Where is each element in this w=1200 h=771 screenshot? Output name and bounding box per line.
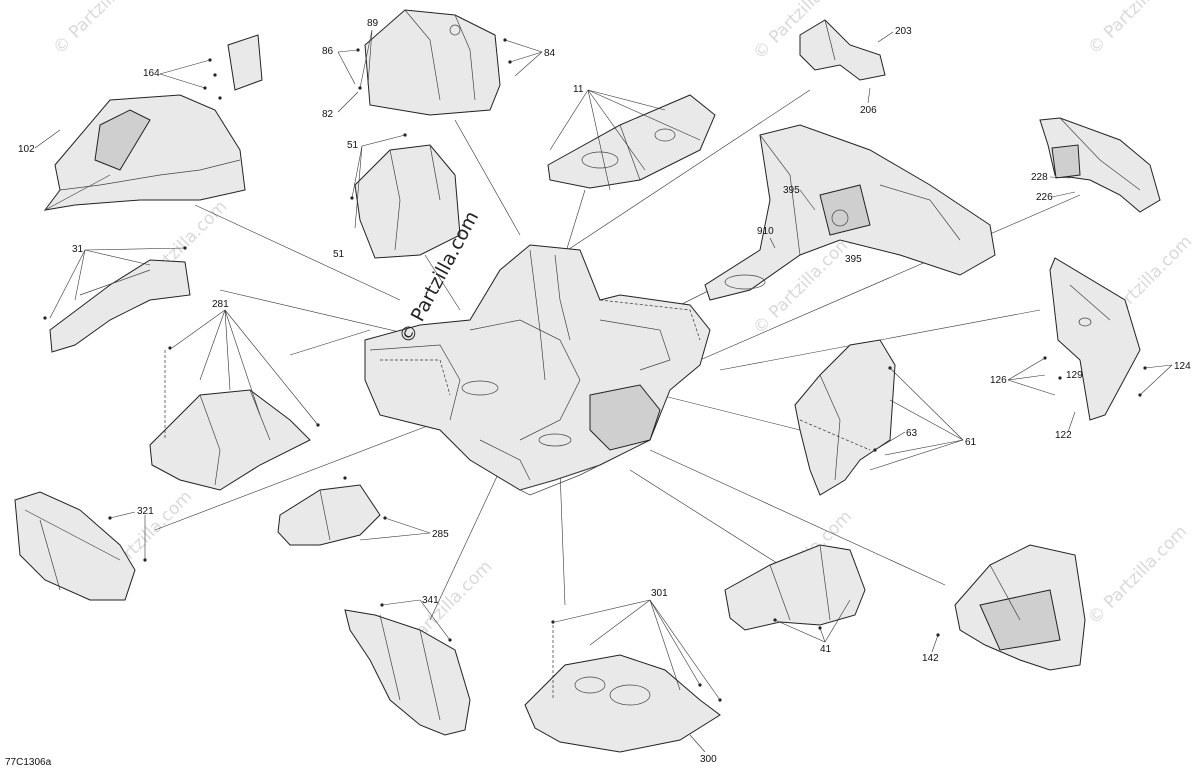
callout-label: 129	[1066, 370, 1083, 381]
callout-labels: 164 102 89 86 84 82 51 51 11 203 206 395…	[18, 18, 1191, 765]
part-right-fender	[724, 544, 866, 631]
part-harness-bracket	[1039, 117, 1161, 213]
part-skid-plate	[277, 476, 387, 546]
callout-label: 84	[544, 48, 556, 59]
callout-label: 226	[1036, 192, 1053, 203]
callout-label: 61	[965, 437, 977, 448]
part-upper-side-panel	[356, 9, 512, 116]
callout-label: 31	[72, 244, 84, 255]
callout-label: 126	[990, 375, 1007, 386]
part-front-tub	[936, 544, 1086, 671]
callout-label: 122	[1055, 430, 1072, 441]
part-center-floor-tray	[547, 94, 716, 189]
part-top-bracket	[799, 19, 886, 81]
callout-label: 341	[422, 595, 439, 606]
callout-label: 86	[322, 46, 334, 57]
part-dashboard	[704, 124, 996, 301]
callout-label: 203	[895, 26, 912, 37]
callout-label: 206	[860, 105, 877, 116]
watermark-tile: © Partzilla.com	[1084, 522, 1191, 629]
part-seat-base	[149, 346, 320, 491]
part-left-rail	[43, 246, 191, 353]
callout-label: 41	[820, 644, 832, 655]
callout-label: 228	[1031, 172, 1048, 183]
part-console-bracket	[350, 133, 461, 259]
part-front-floor	[524, 620, 722, 753]
part-door-panel	[794, 339, 896, 496]
callout-label: 82	[322, 109, 334, 120]
central-frame-assembly	[364, 244, 711, 496]
callout-label: 910	[757, 226, 774, 237]
figure-code: 77C1306a	[5, 757, 52, 768]
callout-leaders	[34, 29, 1173, 753]
watermark-tile: © Partzilla.com	[1084, 0, 1191, 59]
callout-label: 63	[906, 428, 918, 439]
part-rear-bumper	[14, 491, 147, 601]
watermark-tile: © Partzilla.com	[49, 0, 156, 59]
callout-label: 300	[700, 754, 717, 765]
callout-label: 51	[333, 249, 345, 260]
callout-label: 51	[347, 140, 359, 151]
callout-label: 321	[137, 506, 154, 517]
callout-label: 142	[922, 653, 939, 664]
callout-label: 102	[18, 144, 35, 155]
callout-label: 11	[573, 84, 584, 95]
callout-label: 395	[783, 185, 800, 196]
part-rear-tub	[43, 34, 263, 211]
callout-label: 281	[212, 299, 229, 310]
callout-label: 89	[367, 18, 379, 29]
callout-label: 164	[143, 68, 160, 79]
part-front-panel	[344, 603, 471, 736]
callout-label: 285	[432, 529, 449, 540]
callout-label: 301	[651, 588, 668, 599]
callout-label: 124	[1174, 361, 1191, 372]
callout-label: 395	[845, 254, 862, 265]
